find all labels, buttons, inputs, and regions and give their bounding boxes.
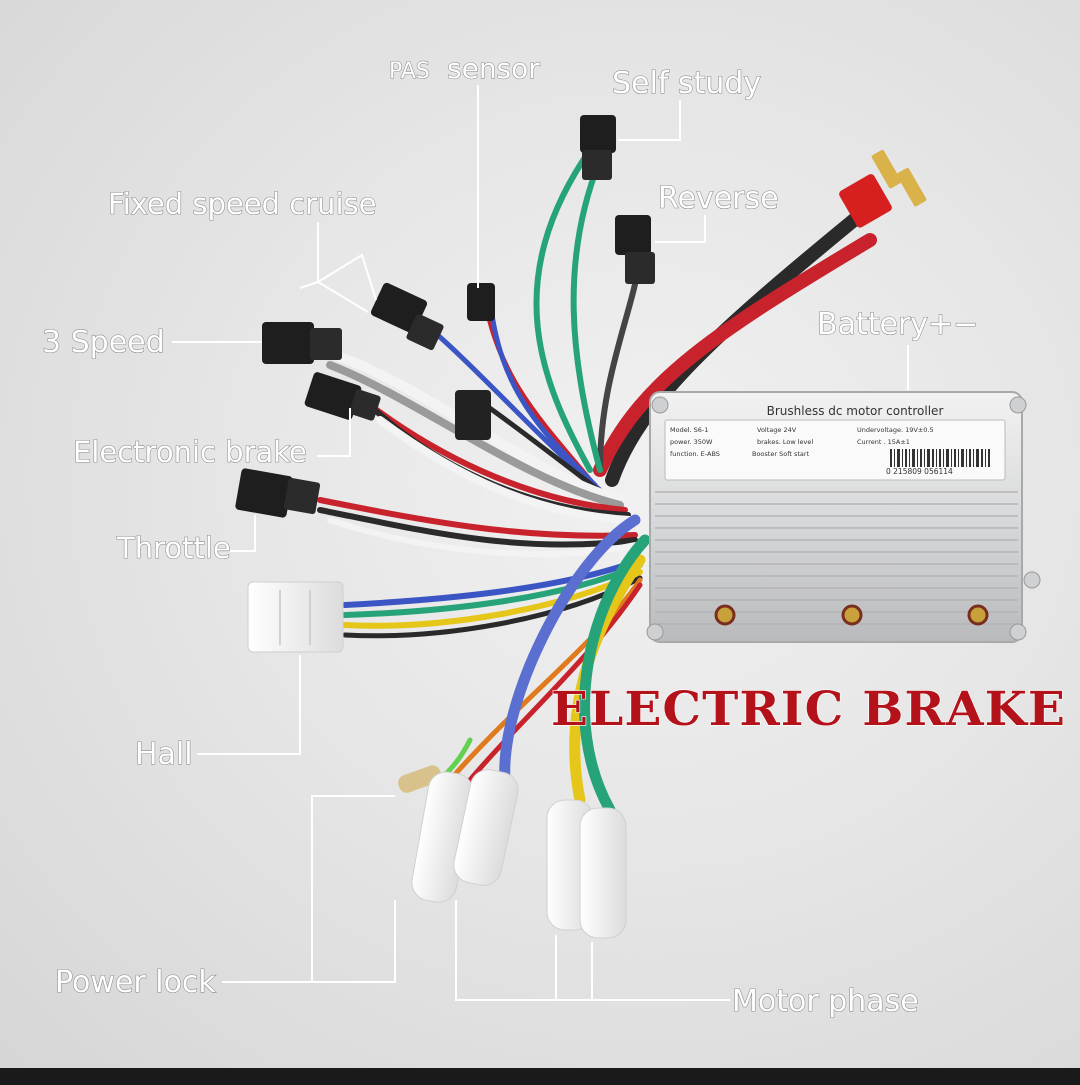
label-throttle: Throttle bbox=[116, 531, 231, 565]
label-battery: Battery+− bbox=[817, 307, 978, 342]
three-speed-connector bbox=[262, 322, 342, 364]
label-reverse: Reverse bbox=[658, 181, 779, 216]
leader-lines bbox=[172, 85, 909, 1001]
power-lock-connectors bbox=[398, 765, 519, 903]
hall-wire-yellow bbox=[342, 569, 643, 629]
throttle-connector bbox=[235, 468, 321, 518]
electronic-brake-connector bbox=[304, 372, 381, 421]
battery-connector bbox=[839, 149, 927, 228]
self-study-green-wire-2 bbox=[570, 157, 603, 473]
phase-wire-blue bbox=[499, 514, 641, 786]
self-study-connector bbox=[580, 115, 616, 180]
terminal-screws bbox=[714, 604, 989, 626]
label-motor-phase: Motor phase bbox=[732, 984, 919, 1019]
spec-model: Model. S6-1 bbox=[670, 426, 708, 434]
spec-power: power. 350W bbox=[670, 438, 713, 446]
label-power-lock: Power lock bbox=[55, 965, 216, 1000]
label-self-study: Self study bbox=[612, 66, 761, 101]
bottom-bar bbox=[0, 1068, 1080, 1085]
hall-wire-green bbox=[342, 562, 643, 618]
self-study-green-wire-1 bbox=[533, 147, 593, 473]
power-lock-wire-orange bbox=[447, 577, 643, 783]
label-fixed-speed-cruise: Fixed speed cruise bbox=[108, 187, 376, 221]
label-three-speed: 3 Speed bbox=[42, 325, 165, 360]
barcode bbox=[890, 449, 990, 467]
hall-wire-blue bbox=[342, 557, 643, 608]
hall-connector bbox=[247, 581, 344, 653]
label-pas-sensor: sensor bbox=[447, 52, 540, 85]
motor-phase-connectors bbox=[546, 799, 627, 939]
spec-booster: Booster Soft start bbox=[752, 450, 810, 458]
brake-wire-red bbox=[367, 402, 628, 513]
callout-labels: PAS sensor Self study Fixed speed cruise… bbox=[41, 51, 978, 1019]
controller-title: Brushless dc motor controller bbox=[767, 404, 944, 418]
motor-controller-box: Brushless dc motor controller Model. S6-… bbox=[646, 391, 1041, 643]
label-hall: Hall bbox=[135, 737, 193, 772]
throttle-wire-black bbox=[317, 507, 638, 548]
battery-red-wire bbox=[593, 233, 877, 477]
spec-undervoltage: Undervoltage. 19V±0.5 bbox=[857, 426, 934, 434]
label-pas-prefix: PAS bbox=[389, 59, 430, 84]
reverse-connector bbox=[615, 215, 655, 284]
spec-brakes: brakes. Low level bbox=[757, 438, 813, 446]
spec-current: Current . 15A±1 bbox=[857, 438, 910, 446]
heat-sink-fins bbox=[655, 491, 1018, 625]
electric-brake-title: ELECTRIC BRAKE bbox=[551, 682, 1066, 737]
fixed-speed-cruise-connector bbox=[370, 282, 444, 351]
barcode-number: 0 215809 056114 bbox=[886, 467, 953, 476]
spec-voltage: Voltage 24V bbox=[757, 426, 797, 434]
brake-wire-white bbox=[376, 416, 634, 524]
pas-sensor-connector bbox=[455, 283, 495, 440]
connectors bbox=[235, 115, 927, 939]
label-electronic-brake: Electronic brake bbox=[73, 435, 307, 469]
power-lock-wire-red bbox=[467, 582, 643, 783]
throttle-wire-red bbox=[317, 497, 638, 539]
cruise-wire-blue bbox=[417, 317, 603, 493]
spec-function: function. E-ABS bbox=[670, 450, 720, 458]
phase-wire-green bbox=[579, 534, 651, 816]
